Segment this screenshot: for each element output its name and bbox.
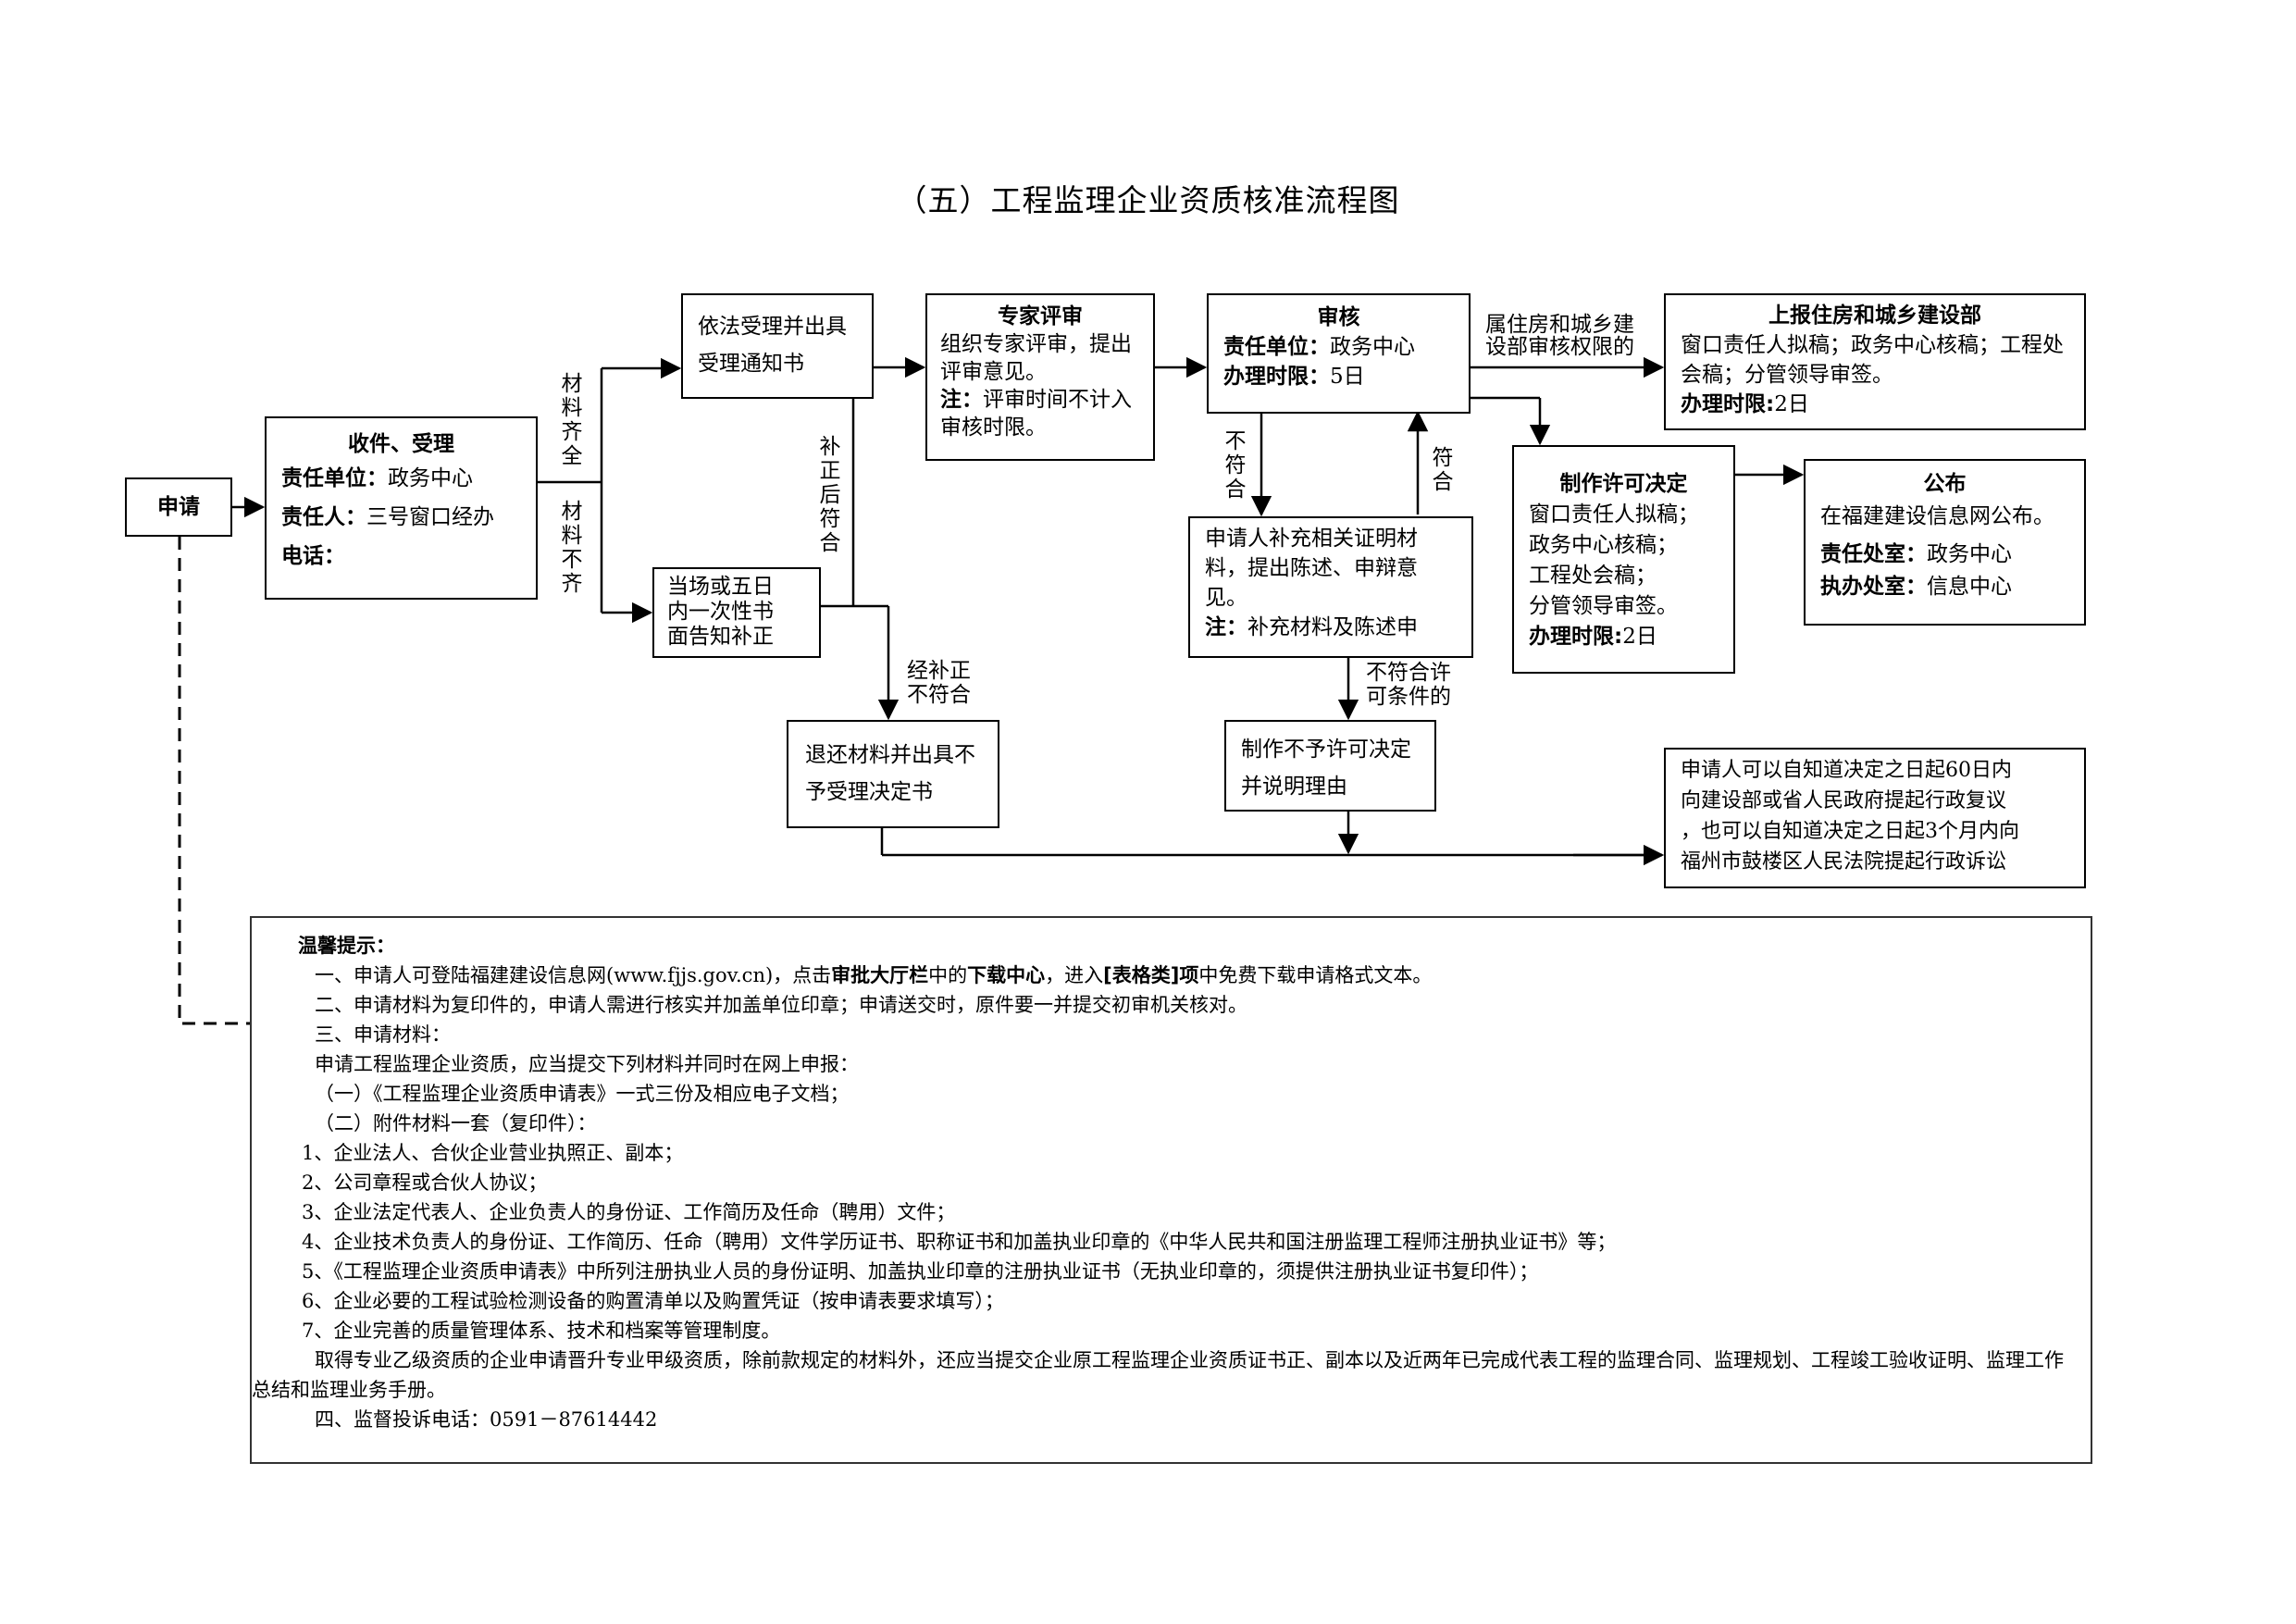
apply-label: 申请: [157, 495, 200, 519]
permit-line: 工程处会稿；: [1529, 564, 1657, 588]
accept-text: 依法受理并出具受理通知书: [698, 315, 847, 376]
label-conform: 符合: [1432, 446, 1454, 494]
permit-time: 2日: [1622, 625, 1657, 649]
publish-handle: 信息中心: [1927, 575, 2012, 599]
notice-bold: 下载中心: [967, 964, 1046, 986]
correct-box: 当场或五日 内一次性书 面告知补正: [652, 567, 821, 658]
label-no-permit-1: 不符合许: [1366, 661, 1451, 685]
permit-line: 分管领导审签。: [1529, 594, 1678, 618]
reject-text: 退还材料并出具不予受理决定书: [805, 743, 975, 804]
report-box: 上报住房和城乡建设部 窗口责任人拟稿；政务中心核稿；工程处会稿；分管领导审签。 …: [1664, 293, 2086, 430]
notice-line: 二、申请材料为复印件的，申请人需进行核实并加盖单位印章；申请送交时，原件要一并提…: [315, 994, 1247, 1016]
notice-text: 一、申请人可登陆福建建设信息网(www.fjjs.gov.cn)，点击: [315, 964, 832, 986]
notice-heading: 温馨提示：: [298, 935, 395, 957]
notice-bold: [表格类]项: [1103, 964, 1199, 986]
review-time: 5日: [1330, 365, 1365, 389]
receive-person: 三号窗口经办: [366, 505, 494, 529]
notice-line: 1、企业法人、合伙企业营业执照正、副本；: [302, 1142, 684, 1164]
review-unit-label: 责任单位：: [1223, 335, 1330, 359]
notice-line: 申请工程监理企业资质，应当提交下列材料并同时在网上申报：: [315, 1053, 859, 1075]
label-no-permit-2: 可条件的: [1366, 685, 1451, 709]
receive-unit-label: 责任单位：: [281, 466, 388, 490]
label-corrected-ok: 补正后符合: [819, 435, 841, 555]
label-ministry-1: 属住房和城乡建: [1485, 313, 1634, 337]
report-title: 上报住房和城乡建设部: [1769, 304, 1981, 328]
supplement-note-label: 注：: [1205, 615, 1247, 639]
notice-line: 3、企业法定代表人、企业负责人的身份证、工作简历及任命（聘用）文件；: [302, 1201, 956, 1223]
notice-box: 温馨提示： 一、申请人可登陆福建建设信息网(www.fjjs.gov.cn)，点…: [250, 916, 2092, 1464]
reject-box: 退还材料并出具不予受理决定书: [787, 720, 999, 828]
receive-phone-label: 电话：: [281, 544, 345, 568]
notice-text: ，进入: [1045, 964, 1104, 986]
label-ministry-2: 设部审核权限的: [1485, 335, 1634, 359]
permit-line: 窗口责任人拟稿；: [1529, 502, 1699, 527]
expert-note: 评审时间不计入审核时限。: [940, 388, 1132, 440]
report-text: 窗口责任人拟稿；政务中心核稿；工程处会稿；分管领导审签。: [1681, 333, 2064, 387]
expert-title: 专家评审: [998, 304, 1083, 329]
notice-line: （二）附件材料一套（复印件）：: [315, 1112, 597, 1134]
review-box: 审核 责任单位：政务中心 办理时限：5日: [1207, 293, 1471, 414]
receive-unit: 政务中心: [388, 466, 473, 490]
publish-box: 公布 在福建建设信息网公布。 责任处室：政务中心 执办处室：信息中心: [1804, 459, 2086, 626]
label-corrected-fail-2: 不符合: [907, 683, 971, 707]
appeal-line: ，也可以自知道决定之日起3个月内向: [1681, 820, 2019, 843]
dashed-apply-notice: [178, 537, 250, 1025]
permit-time-label: 办理时限:: [1529, 625, 1623, 649]
permit-box: 制作许可决定 窗口责任人拟稿； 政务中心核稿； 工程处会稿； 分管领导审签。 办…: [1512, 445, 1735, 674]
permit-line: 政务中心核稿；: [1529, 533, 1678, 557]
appeal-line: 福州市鼓楼区人民法院提起行政诉讼: [1681, 850, 2007, 874]
deny-box: 制作不予许可决定并说明理由: [1224, 720, 1436, 812]
notice-text: 中免费下载申请格式文本。: [1198, 964, 1433, 986]
expert-note-label: 注：: [940, 388, 983, 412]
correct-line: 当场或五日: [667, 575, 774, 599]
publish-office-label: 责任处室：: [1820, 542, 1927, 566]
notice-bold: 审批大厅栏: [831, 964, 929, 986]
label-corrected-fail-1: 经补正: [907, 659, 971, 683]
supplement-note: 补充材料及陈述申: [1247, 615, 1418, 639]
receive-person-label: 责任人：: [281, 505, 366, 529]
appeal-line: 向建设部或省人民政府提起行政复议: [1681, 789, 2007, 812]
apply-box: 申请: [125, 477, 232, 537]
notice-line: 4、企业技术负责人的身份证、工作简历、任命（聘用）文件学历证书、职称证书和加盖执…: [302, 1231, 1617, 1253]
notice-last: 四、监督投诉电话：0591－87614442: [315, 1408, 658, 1431]
supplement-text: 申请人补充相关证明材料，提出陈述、申辩意见。: [1205, 527, 1418, 610]
notice-line: 7、企业完善的质量管理体系、技术和档案等管理制度。: [302, 1320, 781, 1342]
appeal-box: 申请人可以自知道决定之日起60日内 向建设部或省人民政府提起行政复议 ，也可以自…: [1664, 748, 2086, 888]
publish-office: 政务中心: [1927, 542, 2012, 566]
label-not-conform: 不符合: [1224, 429, 1247, 502]
review-title: 审核: [1317, 305, 1360, 329]
notice-line: 5、《工程监理企业资质申请表》中所列注册执业人员的身份证明、加盖执业印章的注册执…: [302, 1260, 1539, 1283]
label-complete: 材料齐全: [561, 372, 583, 468]
notice-line: （一）《工程监理企业资质申请表》一式三份及相应电子文档；: [315, 1083, 850, 1105]
report-time: 2日: [1774, 392, 1809, 416]
correct-line: 内一次性书: [667, 600, 774, 624]
expert-text: 组织专家评审，提出评审意见。: [940, 332, 1132, 384]
receive-box: 收件、受理 责任单位：政务中心 责任人：三号窗口经办 电话：: [265, 416, 538, 600]
receive-title: 收件、受理: [348, 432, 454, 456]
accept-box: 依法受理并出具受理通知书: [681, 293, 874, 399]
page-title: （五）工程监理企业资质核准流程图: [896, 182, 1400, 218]
review-unit: 政务中心: [1330, 335, 1415, 359]
correct-line: 面告知补正: [667, 625, 774, 649]
permit-title: 制作许可决定: [1559, 472, 1688, 496]
notice-paragraph: 取得专业乙级资质的企业申请晋升专业甲级资质，除前款规定的材料外，还应当提交企业原…: [252, 1349, 2064, 1401]
notice-text: 中的: [928, 964, 968, 986]
report-time-label: 办理时限:: [1681, 392, 1775, 416]
notice-line: 三、申请材料：: [315, 1023, 451, 1046]
notice-line: 6、企业必要的工程试验检测设备的购置清单以及购置凭证（按申请表要求填写）；: [302, 1290, 1004, 1312]
publish-handle-label: 执办处室：: [1820, 575, 1927, 599]
label-incomplete: 材料不齐: [561, 500, 583, 596]
deny-text: 制作不予许可决定并说明理由: [1241, 738, 1411, 799]
notice-line-1: 一、申请人可登陆福建建设信息网(www.fjjs.gov.cn)，点击审批大厅栏…: [302, 961, 2072, 990]
appeal-line: 申请人可以自知道决定之日起60日内: [1681, 759, 2012, 782]
expert-box: 专家评审 组织专家评审，提出评审意见。 注：评审时间不计入审核时限。: [925, 293, 1155, 461]
publish-title: 公布: [1923, 472, 1967, 496]
publish-text: 在福建建设信息网公布。: [1820, 504, 2054, 528]
notice-line: 2、公司章程或合伙人协议；: [302, 1172, 548, 1194]
review-time-label: 办理时限：: [1223, 365, 1330, 389]
supplement-box: 申请人补充相关证明材料，提出陈述、申辩意见。 注：补充材料及陈述申: [1188, 516, 1473, 658]
